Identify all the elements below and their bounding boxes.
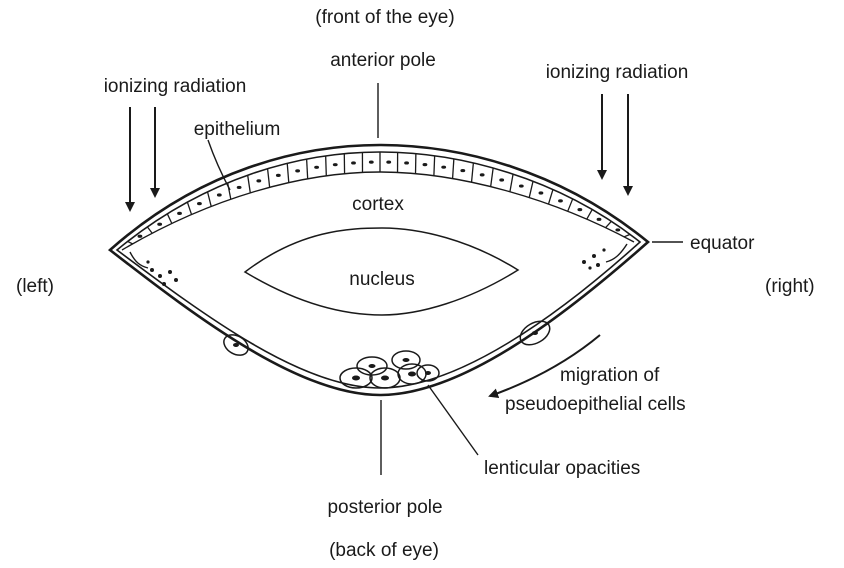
epithelial-cell-wall (453, 159, 454, 179)
anterior-pole-label: anterior pole (330, 50, 436, 71)
epithelial-cell-nucleus (519, 184, 524, 187)
epithelial-cell-wall (287, 163, 289, 182)
ionizing-radiation-right-label: ionizing radiation (546, 62, 689, 83)
epithelial-cell-nucleus (351, 161, 356, 164)
epithelial-cell-nucleus (256, 179, 261, 182)
lenticular-opacity-cluster (340, 351, 439, 388)
epithelial-cell-wall (187, 202, 191, 214)
epithelial-cell-nucleus (333, 163, 338, 166)
epithelial-cell-nucleus (558, 199, 563, 202)
epithelial-cell-nucleus (577, 208, 582, 211)
epithelial-cell-nucleus (441, 166, 446, 169)
epithelial-cell-wall (491, 168, 493, 187)
epithelial-cell-nucleus (295, 169, 300, 172)
cortex-label: cortex (352, 194, 404, 215)
epithelial-cell-wall (587, 210, 592, 220)
epithelial-cell-wall (549, 190, 553, 205)
right-label: (right) (765, 276, 815, 297)
epithelial-cell-wall (326, 156, 327, 176)
epithelial-cell-nucleus (460, 169, 465, 172)
epithelial-cell-wall (568, 199, 573, 211)
epithelial-cell-wall (434, 156, 435, 176)
epithelial-cell-nucleus (615, 228, 620, 231)
left-label: (left) (16, 276, 54, 297)
epithelial-cell-nucleus (276, 174, 281, 177)
epithelial-cell-nucleus (237, 186, 242, 189)
epithelial-cell-nucleus (138, 235, 143, 238)
epithelial-cell-wall (606, 221, 612, 227)
epithelial-cell-wall (167, 214, 172, 224)
epithelial-cell-nucleus (404, 161, 409, 164)
epithelial-cell-wall (248, 175, 251, 193)
epithelial-cell-wall (510, 174, 513, 192)
lenticular-opacities-leader (428, 385, 478, 455)
epithelium-label: epithelium (194, 119, 281, 140)
epithelial-cell-nucleus (217, 193, 222, 196)
nucleus-label: nucleus (349, 269, 415, 290)
equator-label: equator (690, 233, 755, 254)
epithelial-cell-wall (268, 169, 270, 188)
epithelial-cell-nucleus (597, 218, 602, 221)
epithelial-cell-wall (147, 227, 152, 233)
epithelial-cell-wall (128, 241, 133, 243)
epithelial-cell-wall (529, 181, 533, 197)
epithelial-cell-nucleus (157, 223, 162, 226)
epithelial-cell-nucleus (369, 161, 374, 164)
front-of-eye-label: (front of the eye) (315, 7, 454, 28)
epithelial-cell-nucleus (539, 191, 544, 194)
epithelial-cell-wall (472, 163, 474, 182)
migration-label-line2: pseudoepithelial cells (505, 394, 686, 415)
epithelial-cell-nucleus (197, 202, 202, 205)
epithelial-cell-nucleus (423, 163, 428, 166)
back-of-eye-label: (back of eye) (329, 540, 439, 561)
epithelial-cell-nucleus (386, 161, 391, 164)
posterior-pole-label: posterior pole (327, 497, 442, 518)
ionizing-radiation-left-label: ionizing radiation (104, 76, 247, 97)
epithelial-cell-wall (624, 234, 630, 236)
epithelial-cell-wall (307, 159, 308, 179)
epithelial-cell-nucleus (499, 178, 504, 181)
epithelial-cell-nucleus (314, 166, 319, 169)
epithelial-cell-nucleus (177, 212, 182, 215)
epithelial-cell-wall (208, 192, 212, 207)
lenticular-opacities-label: lenticular opacities (484, 458, 640, 479)
epithelial-cell-nucleus (480, 173, 485, 176)
migration-label-line1: migration of (560, 365, 660, 386)
